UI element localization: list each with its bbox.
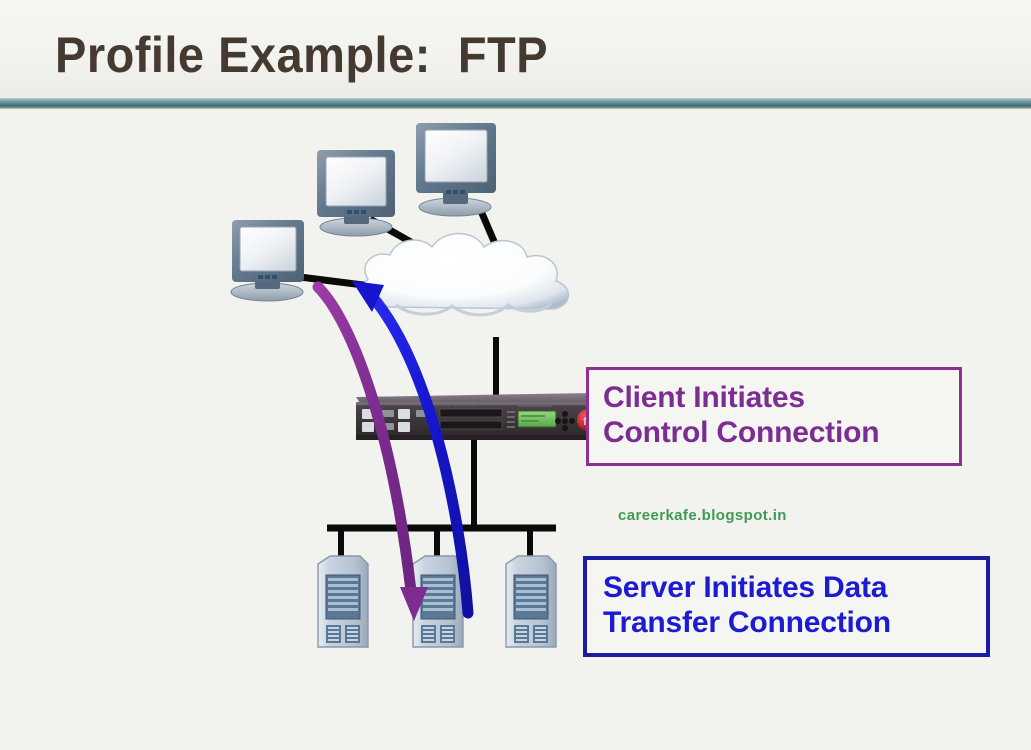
- client-monitor-3: [416, 123, 496, 217]
- appliance-ports: [362, 409, 410, 432]
- server-tower-1: [317, 555, 369, 648]
- title-divider: [0, 98, 1031, 109]
- callout-client-control-connection: Client Initiates Control Connection: [586, 367, 962, 466]
- server-tower-3: [505, 555, 557, 648]
- appliance-keypad: [555, 411, 575, 431]
- watermark-text: careerkafe.blogspot.in: [618, 507, 787, 524]
- client-monitor-2: [317, 150, 395, 237]
- page-title: Profile Example: FTP: [55, 27, 549, 83]
- flow-control-connection: [312, 281, 428, 621]
- diagram-graphics: f5: [230, 123, 599, 648]
- client-monitor-1: [230, 220, 304, 302]
- appliance-lcd: [517, 410, 557, 428]
- flow-data-connection: [352, 281, 474, 619]
- internet-cloud: [362, 232, 569, 317]
- f5-big-ip-appliance: f5: [356, 393, 599, 440]
- title-area: Profile Example: FTP: [0, 0, 1031, 98]
- network-diagram: f5: [0, 109, 1031, 750]
- appliance-slots: [439, 408, 503, 430]
- callout-server-data-connection: Server Initiates Data Transfer Connectio…: [583, 556, 990, 657]
- server-tower-2: [412, 555, 464, 648]
